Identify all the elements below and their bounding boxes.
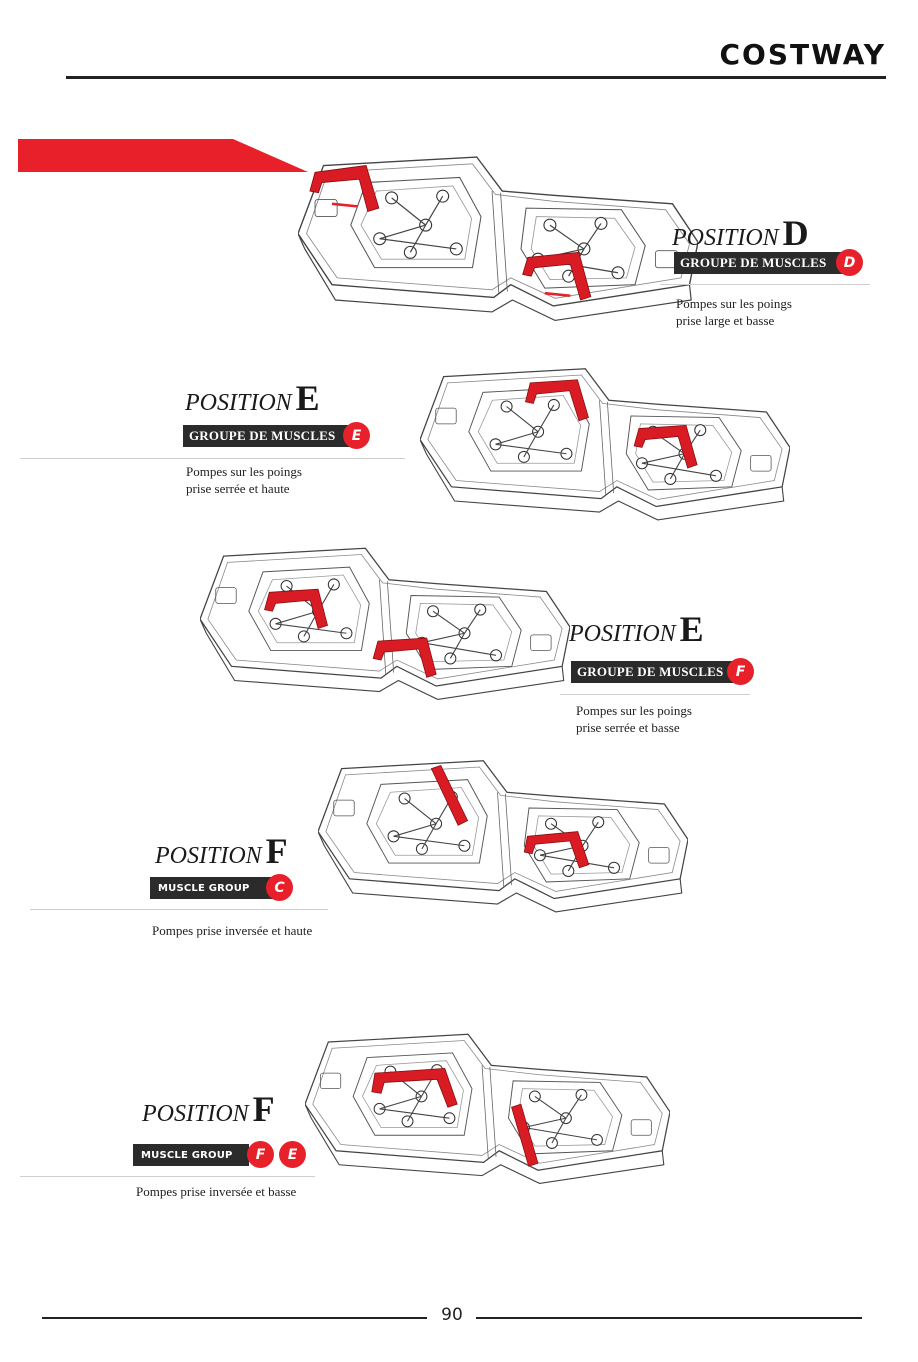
badge-icon: C	[266, 874, 293, 901]
muscle-group-bar: MUSCLE GROUP F E	[133, 1141, 306, 1168]
brand-logo: COSTWAY	[719, 38, 886, 71]
badge-icon: E	[343, 422, 370, 449]
footer-divider-right	[476, 1317, 862, 1319]
badge-icon: E	[279, 1141, 306, 1168]
board-illustration-e1	[420, 368, 790, 521]
board-illustration-d	[298, 156, 698, 322]
muscle-group-bar: GROUPE DE MUSCLES E	[183, 422, 370, 449]
badge-icon: F	[727, 658, 754, 685]
header-divider	[66, 76, 886, 79]
muscle-group-bar: GROUPE DE MUSCLES F	[571, 658, 754, 685]
position-description: Pompes prise inversée et basse	[136, 1184, 297, 1199]
board-illustration-f2	[305, 1033, 670, 1185]
red-banner-arrow	[18, 139, 308, 172]
muscle-group-bar: MUSCLE GROUP C	[150, 874, 293, 901]
board-illustration-e2	[200, 547, 570, 701]
badge-icon: D	[836, 249, 863, 276]
page-number: 90	[441, 1305, 463, 1325]
muscle-group-bar: GROUPE DE MUSCLES D	[674, 249, 863, 276]
board-illustration-f1	[318, 760, 688, 913]
badge-icon: F	[247, 1141, 274, 1168]
footer-divider-left	[42, 1317, 427, 1319]
position-description: Pompes prise inversée et haute	[152, 923, 313, 938]
